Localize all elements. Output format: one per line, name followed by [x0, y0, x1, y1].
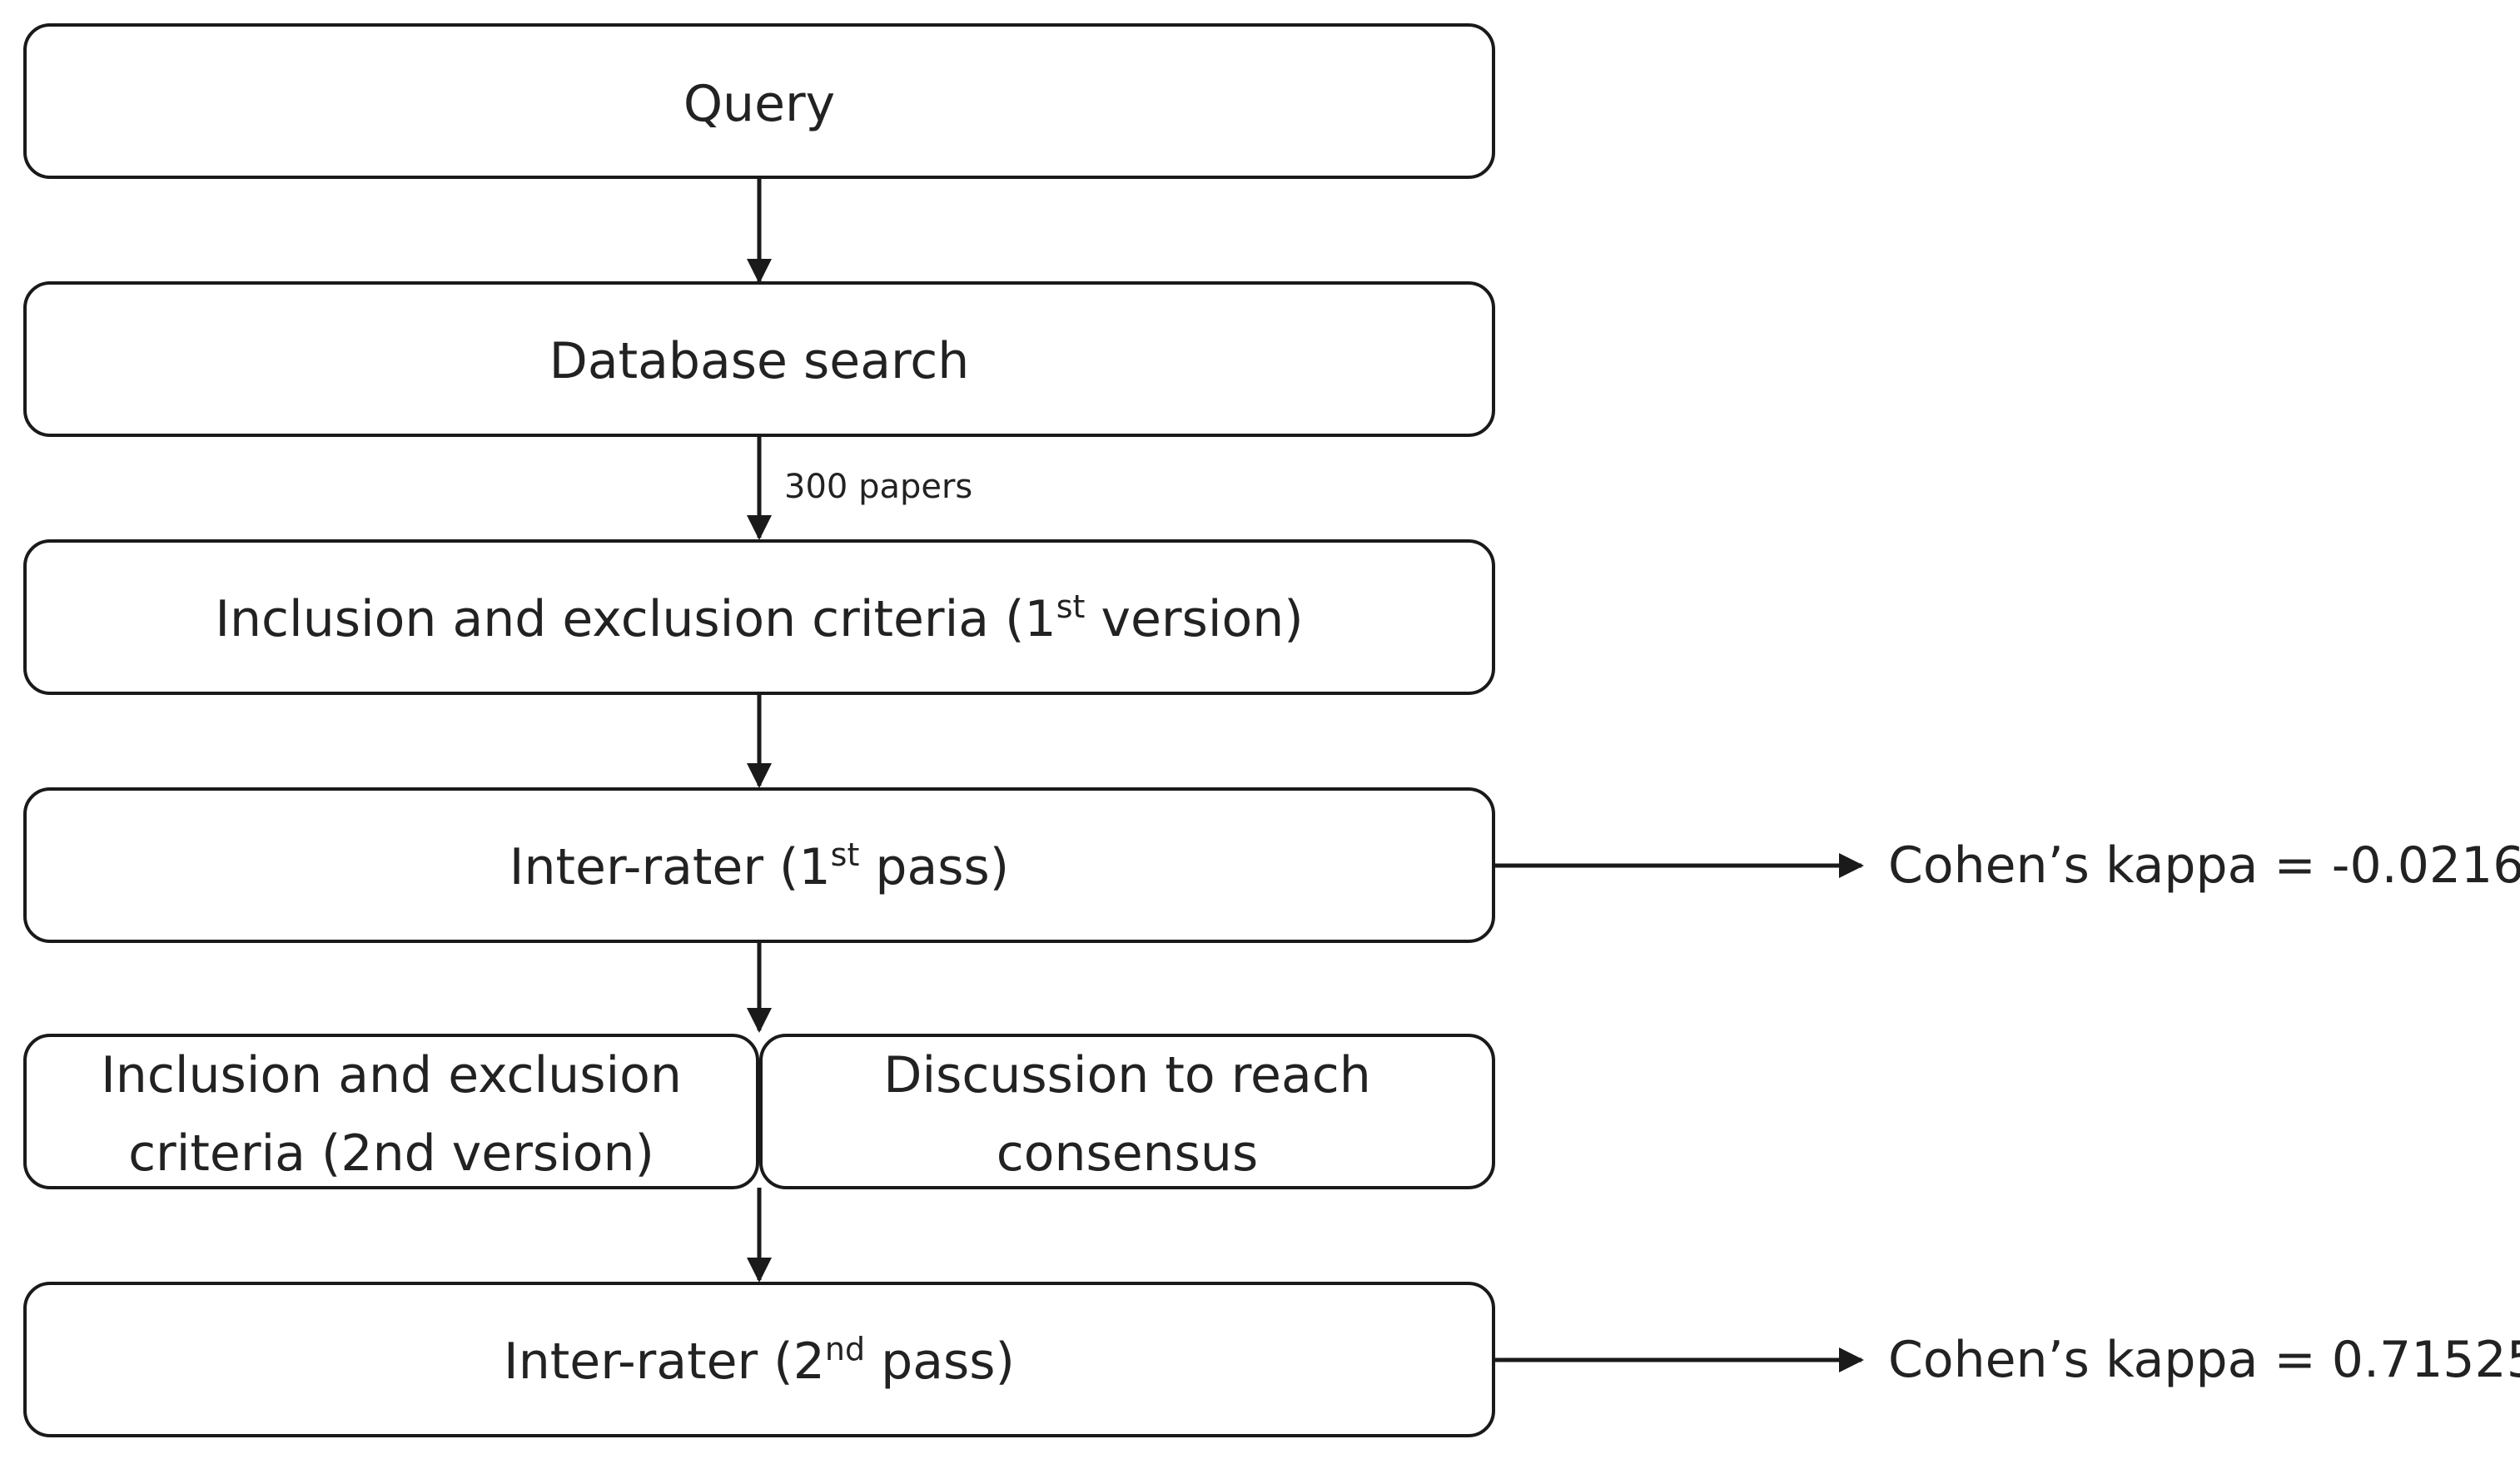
node-query-label: Query: [683, 75, 835, 133]
node-inter-rater-1: Inter-rater (1st pass): [23, 787, 1495, 943]
kappa-result-1: Cohen’s kappa = -0.02162: [1888, 836, 2520, 895]
node-discussion: Discussion to reach consensus: [759, 1034, 1495, 1189]
node-criteria-v2-line1: Inclusion and exclusion: [101, 1046, 682, 1104]
node-criteria-v1-label: Inclusion and exclusion criteria (1st ve…: [215, 588, 1303, 648]
node-inter-rater-2: Inter-rater (2nd pass): [23, 1282, 1495, 1437]
node-criteria-v2-line2: criteria (2nd version): [128, 1124, 654, 1183]
kappa-result-2: Cohen’s kappa = 0.715254: [1888, 1331, 2520, 1389]
node-inter-rater-1-label: Inter-rater (1st pass): [509, 836, 1009, 896]
node-query: Query: [23, 23, 1495, 179]
node-discussion-line1: Discussion to reach: [883, 1046, 1371, 1104]
node-discussion-line2: consensus: [997, 1124, 1258, 1183]
node-criteria-v2: Inclusion and exclusion criteria (2nd ve…: [23, 1034, 759, 1189]
node-database-search-label: Database search: [549, 332, 970, 390]
node-database-search: Database search: [23, 281, 1495, 437]
node-criteria-v1: Inclusion and exclusion criteria (1st ve…: [23, 539, 1495, 695]
edge-label-papers: 300 papers: [784, 468, 972, 506]
node-inter-rater-2-label: Inter-rater (2nd pass): [504, 1331, 1015, 1391]
